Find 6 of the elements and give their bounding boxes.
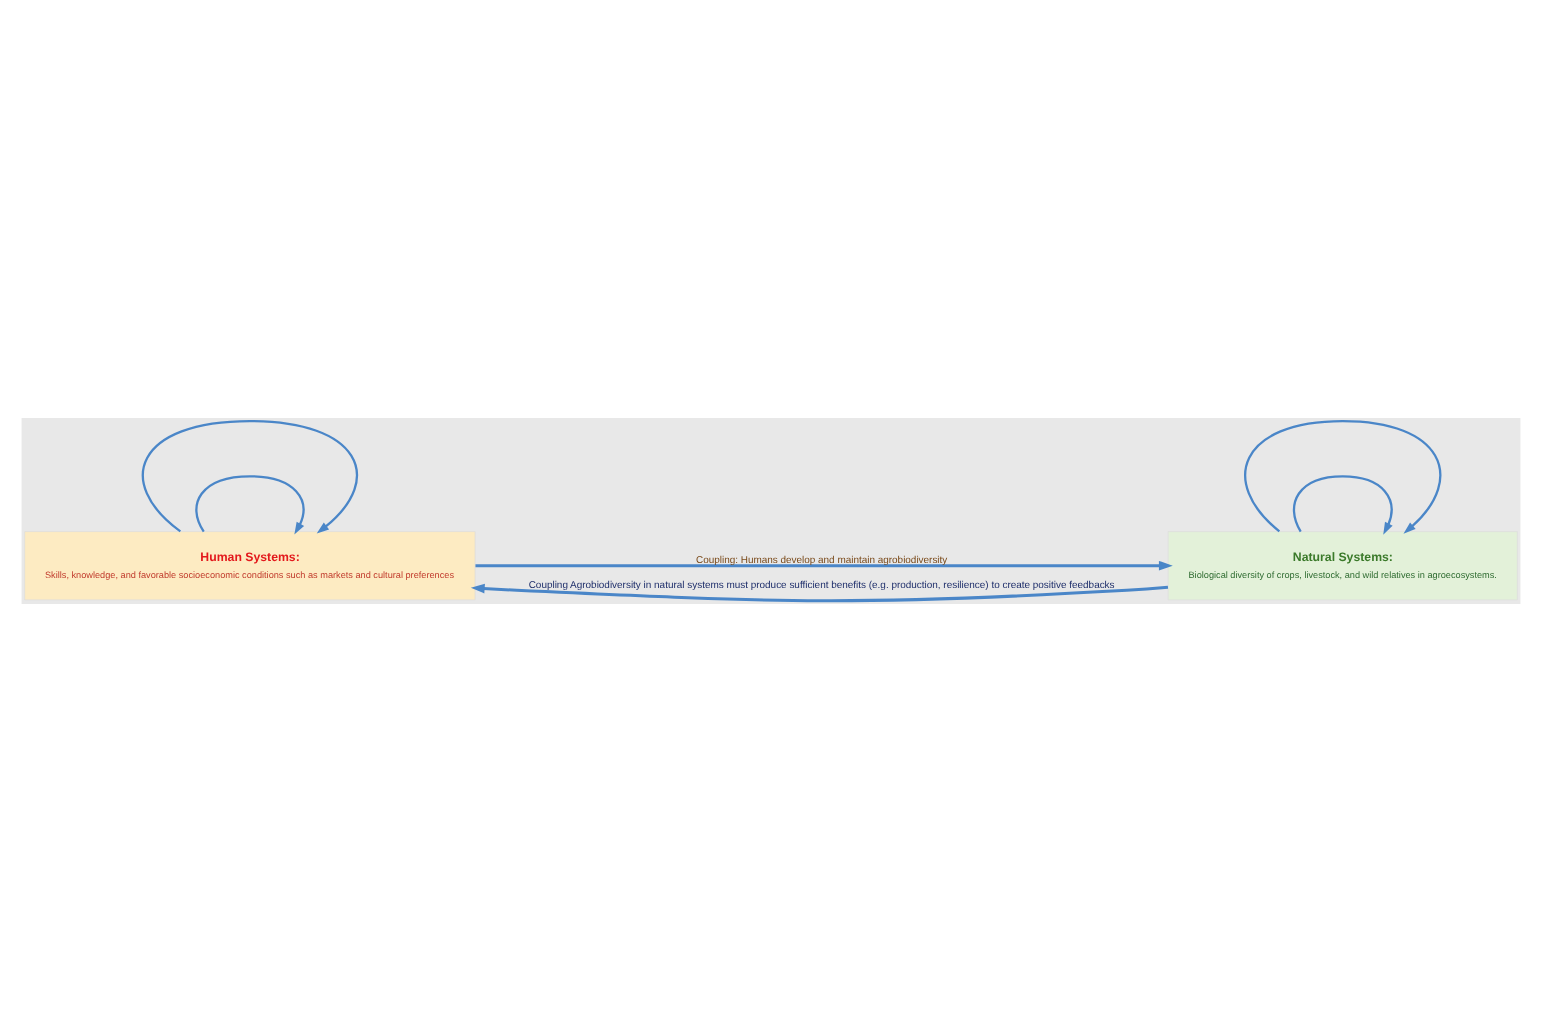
arrow (1292, 475, 1393, 535)
arrow (195, 475, 305, 535)
arrow (1244, 419, 1442, 534)
arrow (475, 560, 1173, 571)
arrow (142, 419, 358, 534)
arrow (470, 583, 1169, 603)
